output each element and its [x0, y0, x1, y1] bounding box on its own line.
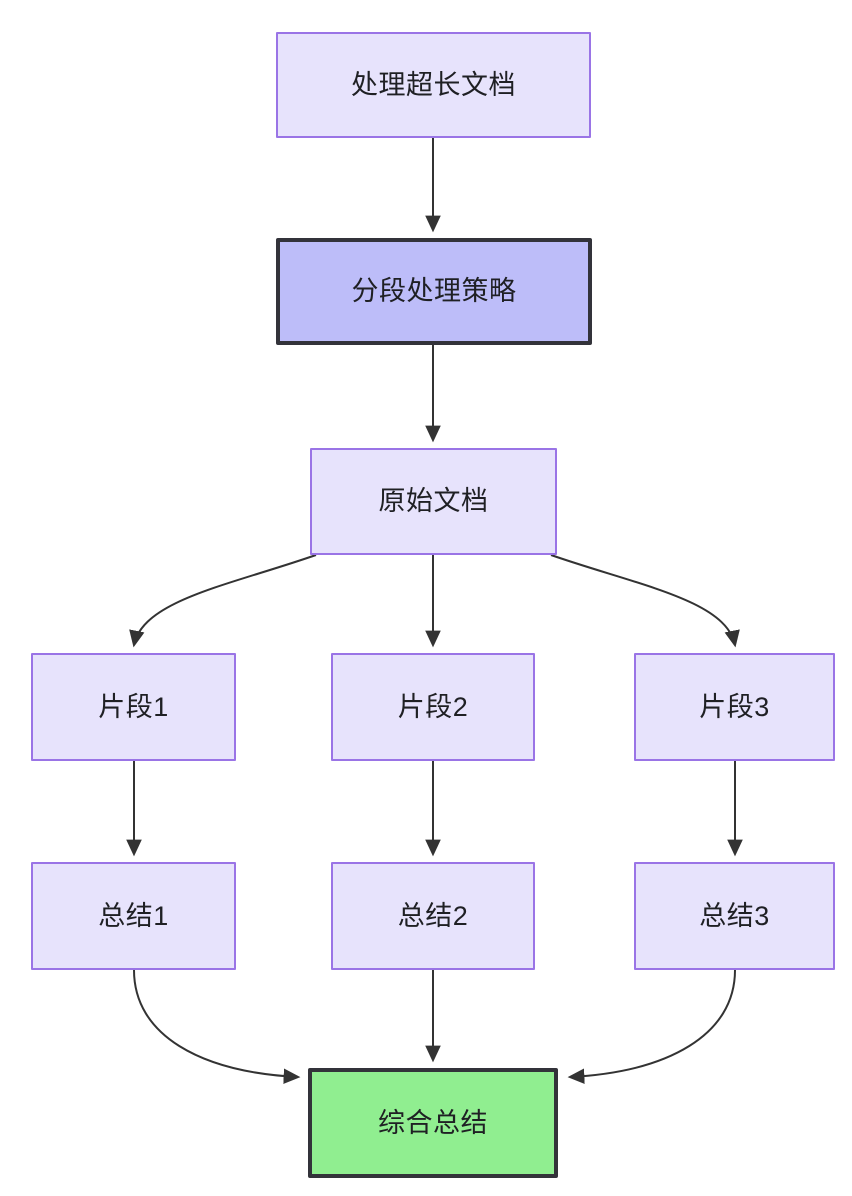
node-chunk-1[interactable]: 片段1: [31, 653, 236, 761]
node-summary-3[interactable]: 总结3: [634, 862, 835, 970]
node-summary-2[interactable]: 总结2: [331, 862, 535, 970]
node-label: 分段处理策略: [351, 276, 517, 307]
node-process-long-document[interactable]: 处理超长文档: [276, 32, 591, 138]
edge-source-to-chunk1: [129, 554, 317, 648]
node-final-summary[interactable]: 综合总结: [308, 1068, 558, 1178]
node-summary-1[interactable]: 总结1: [31, 862, 236, 970]
node-chunk-3[interactable]: 片段3: [634, 653, 835, 761]
node-chunk-2[interactable]: 片段2: [331, 653, 535, 761]
node-label: 片段3: [699, 691, 770, 722]
node-label: 原始文档: [378, 486, 489, 517]
node-label: 总结1: [98, 900, 169, 931]
node-label: 处理超长文档: [351, 69, 516, 100]
node-label: 片段1: [98, 691, 169, 722]
node-label: 片段2: [397, 691, 469, 722]
node-label: 总结3: [699, 900, 770, 931]
node-label: 综合总结: [378, 1107, 488, 1138]
node-label: 总结2: [397, 900, 469, 931]
edge-sum3-to-final: [567, 969, 736, 1085]
node-source-document[interactable]: 原始文档: [310, 448, 557, 555]
node-chunking-strategy[interactable]: 分段处理策略: [276, 238, 592, 345]
edge-source-to-chunk3: [550, 554, 740, 648]
edge-sum1-to-final: [133, 969, 301, 1085]
